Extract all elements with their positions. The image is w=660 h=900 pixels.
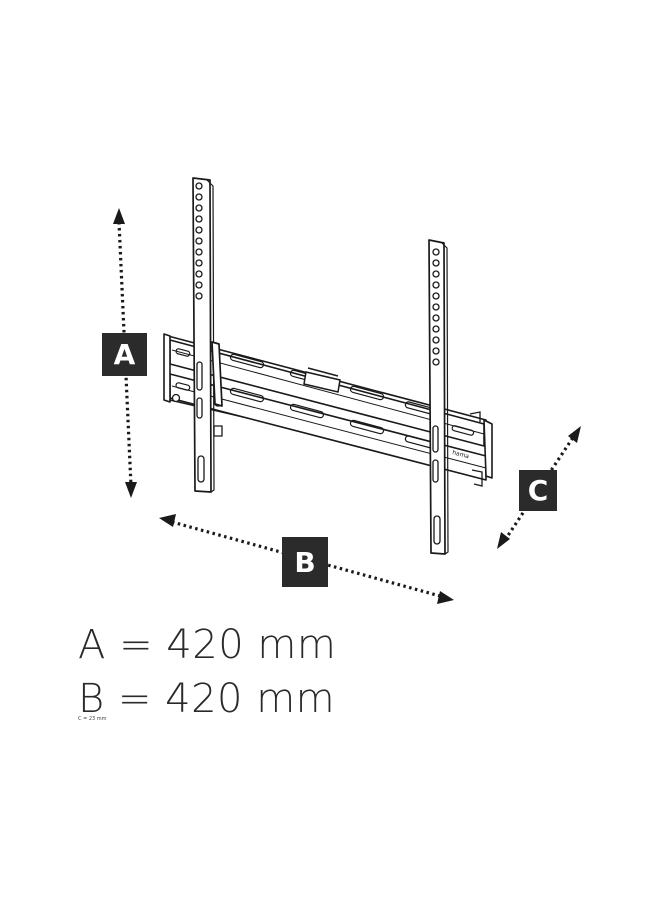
label-c-box: C [519, 470, 557, 511]
wall-plate [163, 333, 493, 481]
label-b-box: B [282, 537, 328, 587]
label-a-box: A [102, 333, 147, 376]
label-c: C [528, 474, 549, 507]
level-clip [303, 367, 341, 393]
left-vertical-arm [192, 177, 223, 493]
left-arm-holes [195, 182, 205, 483]
brand-mark: hama [451, 449, 470, 460]
spec-dimension-b: B = 420 mm [78, 676, 336, 722]
rail-slots [175, 348, 475, 449]
label-b: B [294, 546, 315, 579]
right-arm-holes [432, 248, 441, 545]
spec-dimension-c-note: C = 23 mm [78, 716, 107, 722]
spec-dimension-a: A = 420 mm [78, 622, 337, 668]
label-a: A [114, 338, 136, 371]
side-clip-right [469, 411, 483, 487]
